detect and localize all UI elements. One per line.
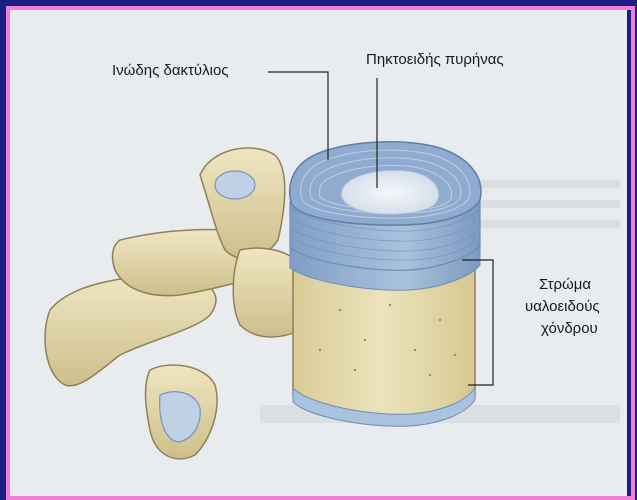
label-cartilage-line1: Στρώμα: [539, 276, 591, 293]
label-annulus-fibrosus: Ινώδης δακτύλιος: [112, 62, 229, 79]
figure-panel: Ινώδης δακτύλιος Πηκτοειδής πυρήνας Στρώ…: [10, 10, 627, 496]
articular-facet: [215, 171, 255, 199]
label-nucleus-pulposus: Πηκτοειδής πυρήνας: [366, 51, 504, 68]
leader-annulus: [268, 72, 328, 160]
nucleus-pulposus: [341, 170, 438, 214]
label-cartilage-line3: χόνδρου: [541, 320, 598, 337]
label-cartilage-line2: υαλοειδούς: [525, 298, 600, 315]
vertebral-body: [293, 268, 475, 420]
vertebra-disc-diagram: [10, 10, 627, 496]
